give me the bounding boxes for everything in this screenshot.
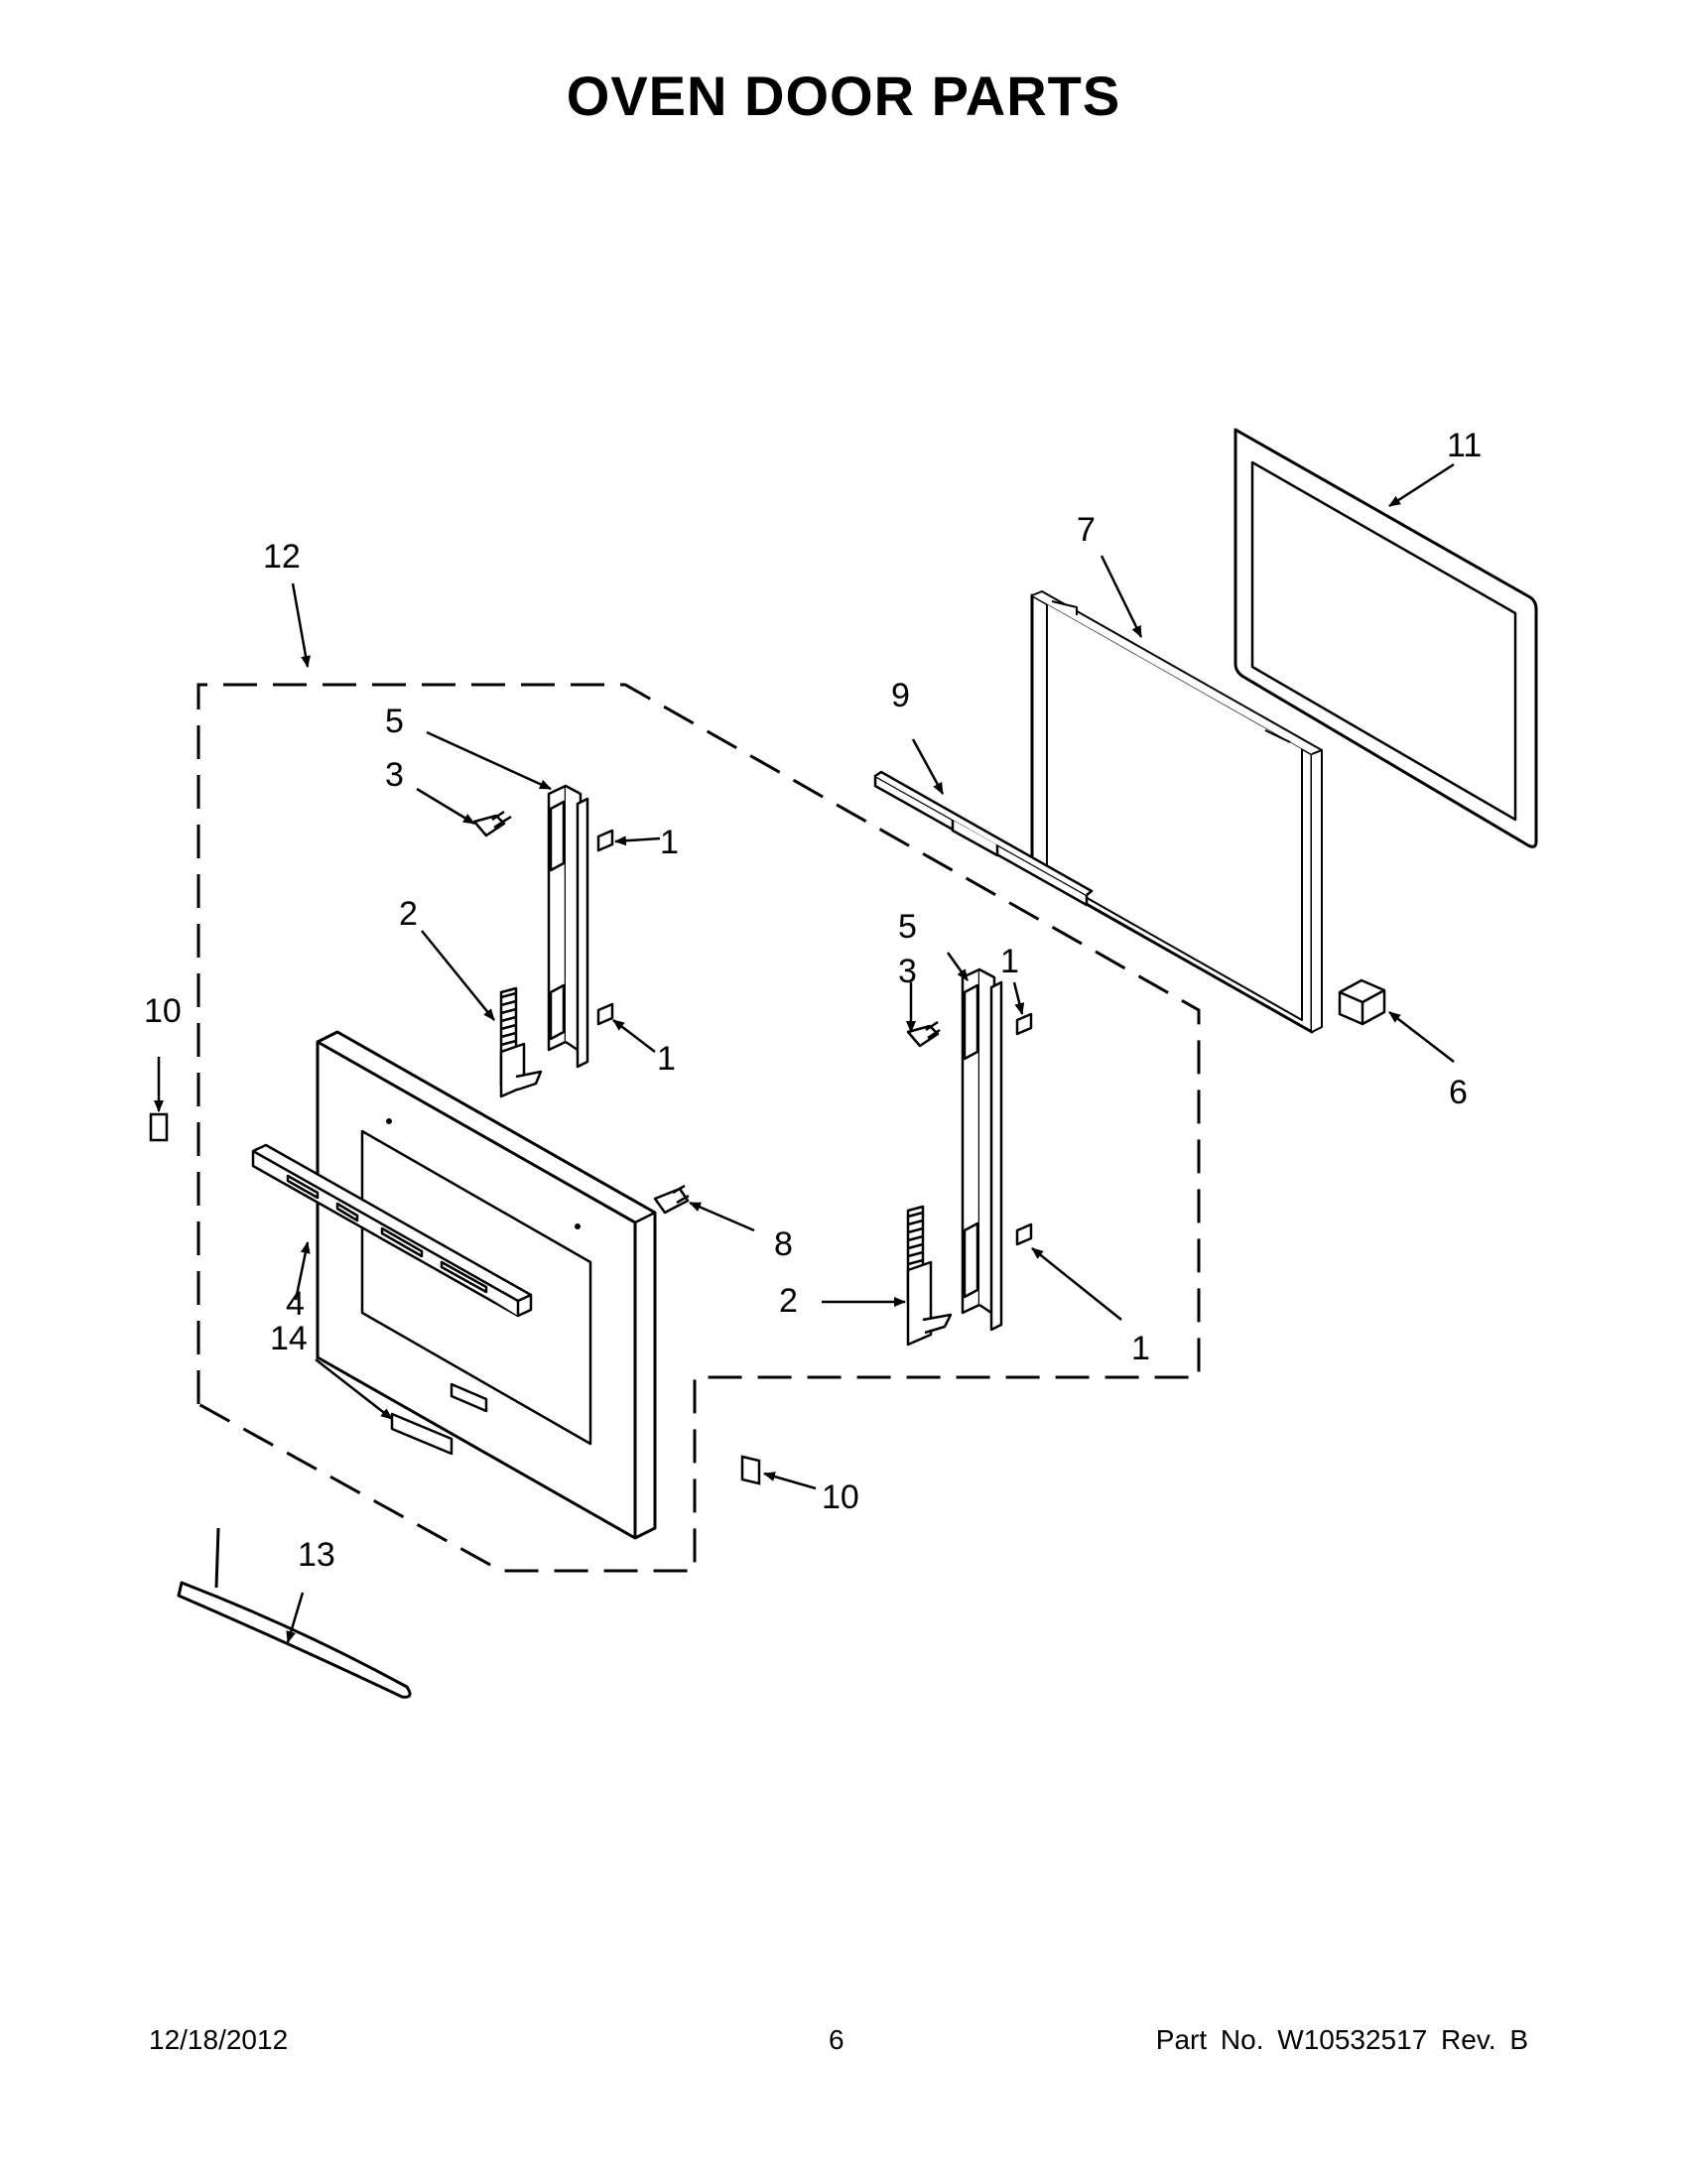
callout-5-right: 5 [898, 908, 917, 946]
callout-2-right: 2 [779, 1282, 798, 1320]
callout-14: 14 [270, 1320, 308, 1357]
callout-10-left: 10 [144, 992, 182, 1030]
right-hinge-assembly [906, 967, 1033, 1347]
callout-1-left-top: 1 [660, 824, 679, 861]
callout-6: 6 [1449, 1074, 1468, 1111]
part-7-glass-panel [1030, 590, 1323, 1034]
part-8-screw [653, 1184, 690, 1215]
callout-1-right-bottom: 1 [1131, 1330, 1150, 1367]
callout-5-left: 5 [385, 703, 404, 740]
part-4-vent-channel [251, 1143, 533, 1318]
part-10-pad-left [149, 1112, 169, 1142]
part-14-badge [390, 1382, 488, 1456]
assembly-outline [196, 683, 1201, 1573]
callout-7: 7 [1077, 511, 1096, 549]
callout-10-right: 10 [822, 1478, 859, 1516]
callout-3-left: 3 [385, 756, 404, 794]
page-title: OVEN DOOR PARTS [566, 64, 1121, 127]
callout-9: 9 [891, 677, 910, 714]
left-hinge-assembly [472, 784, 614, 1098]
footer-part-number: Part No. W10532517 Rev. B [1155, 2024, 1528, 2055]
callout-labels: 12 11 7 9 5 3 1 2 1 10 8 4 14 5 3 1 6 2 … [144, 427, 1482, 1574]
callout-3-right: 3 [898, 953, 917, 990]
part-13-handle [177, 1527, 412, 1699]
leader-arrows [154, 462, 1455, 1643]
callout-11: 11 [1447, 427, 1482, 464]
part-9-bracket [873, 770, 1094, 907]
callout-12: 12 [263, 538, 301, 576]
callout-1-left-bottom: 1 [657, 1040, 676, 1078]
callout-2-left: 2 [399, 895, 418, 933]
footer-date: 12/18/2012 [149, 2024, 289, 2055]
part-10-pad-right [740, 1455, 761, 1485]
footer-page-number: 6 [829, 2024, 844, 2055]
part-6-clip [1338, 978, 1386, 1026]
callout-13: 13 [298, 1536, 335, 1574]
callout-1-right-top: 1 [1000, 943, 1019, 980]
callout-4: 4 [286, 1285, 305, 1323]
callout-8: 8 [774, 1225, 793, 1263]
part-11-gasket [1233, 428, 1538, 848]
